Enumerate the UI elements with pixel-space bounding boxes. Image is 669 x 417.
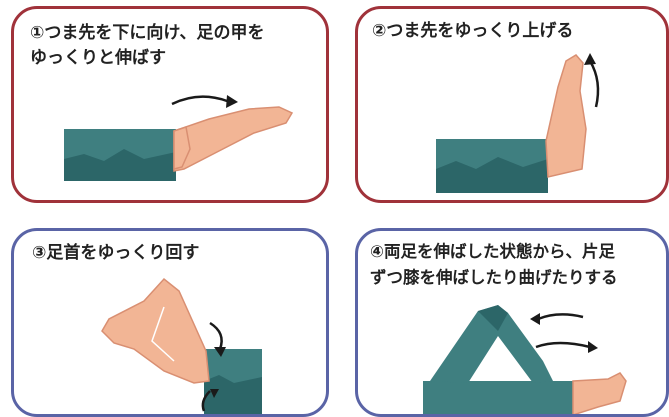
knee-bend-illustration bbox=[423, 305, 627, 414]
foot bbox=[173, 106, 294, 172]
raised-toe-illustration bbox=[436, 53, 600, 193]
motion-arrow bbox=[588, 60, 600, 108]
motion-arrow-lower bbox=[535, 341, 591, 349]
straight-leg bbox=[423, 381, 573, 414]
motion-arrow-upper bbox=[537, 313, 584, 321]
rotation-arrow-bottom bbox=[201, 390, 211, 412]
exercise-panel-3: ③足首をゆっくり回す bbox=[11, 228, 329, 417]
pointed-toe-illustration bbox=[64, 95, 294, 181]
bent-leg bbox=[430, 305, 553, 383]
foot bbox=[545, 54, 587, 178]
panel-2-caption: ②つま先をゆっくり上げる bbox=[372, 21, 574, 41]
exercise-panel-4: ④両足を伸ばした状態から、片足 ずつ膝を伸ばしたり曲げたりする bbox=[355, 228, 669, 417]
ankle-rotation-illustration bbox=[101, 277, 262, 414]
exercise-panel-1: ①つま先を下に向け、足の甲を ゆっくりと伸ばす bbox=[11, 6, 329, 203]
panel-3-caption: ③足首をゆっくり回す bbox=[32, 243, 200, 263]
panel-4-caption: ④両足を伸ばした状態から、片足 ずつ膝を伸ばしたり曲げたりする bbox=[370, 242, 618, 287]
motion-arrow bbox=[171, 95, 228, 106]
rotation-arrow-top bbox=[209, 321, 223, 350]
panel-1-caption: ①つま先を下に向け、足の甲を ゆっくりと伸ばす bbox=[30, 23, 265, 68]
exercise-panel-2: ②つま先をゆっくり上げる bbox=[355, 6, 669, 203]
